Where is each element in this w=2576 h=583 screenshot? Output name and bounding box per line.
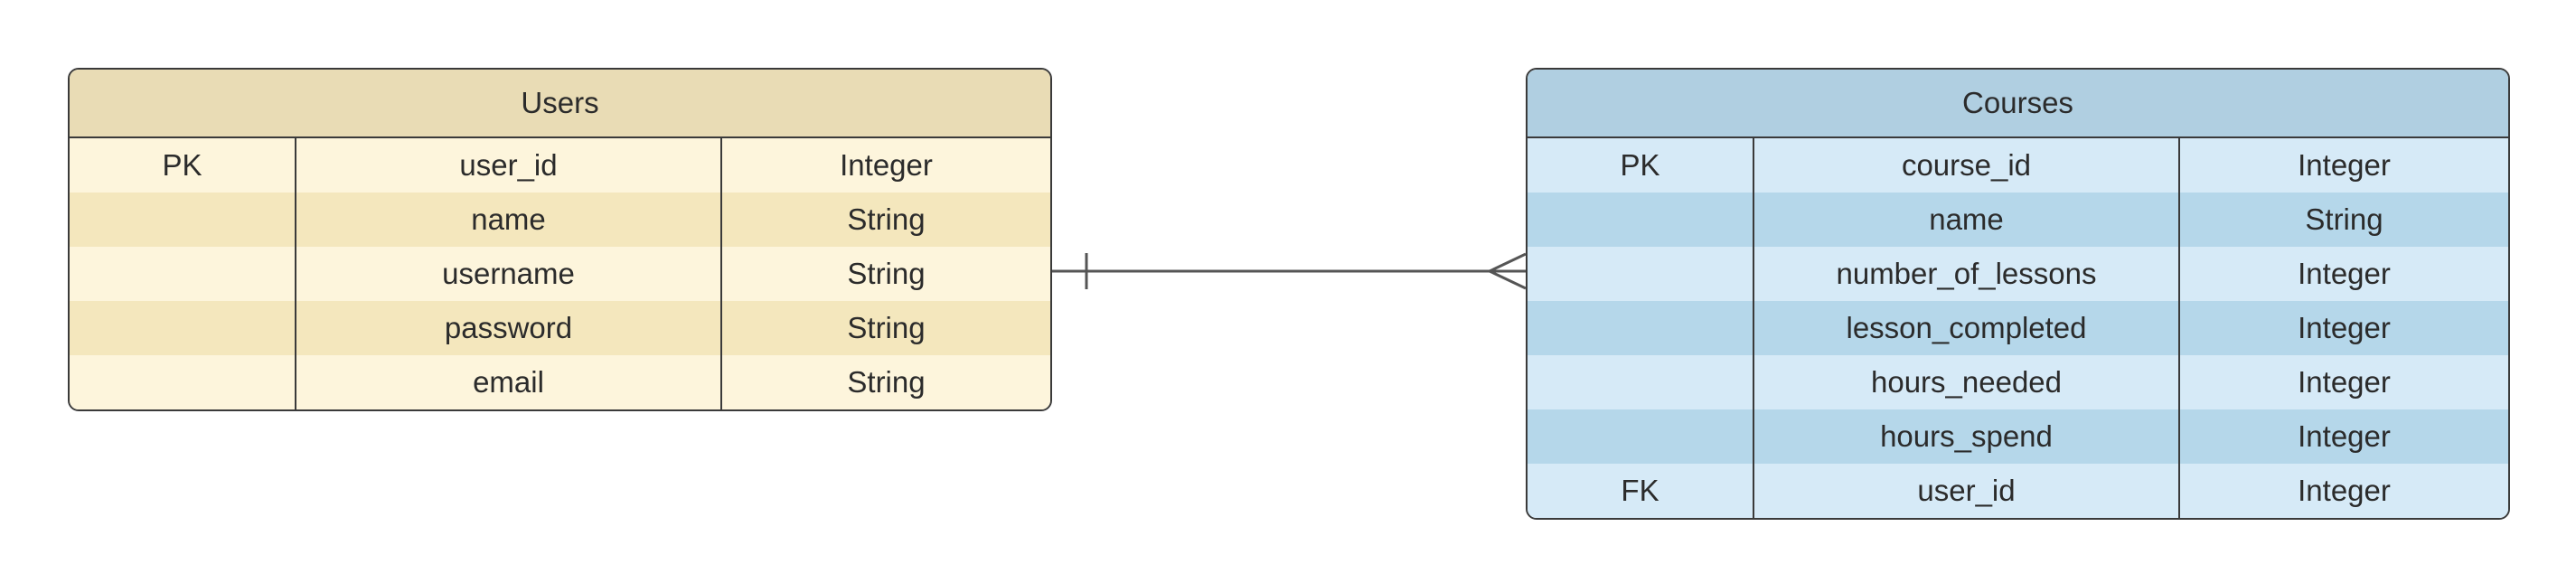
courses-table-rows: PK course_id Integer name String number_… xyxy=(1528,138,2508,518)
field-type-cell: String xyxy=(847,311,926,344)
users-table-title: Users xyxy=(70,70,1050,138)
field-name-cell: name xyxy=(1754,193,2180,247)
key-cell xyxy=(70,193,296,247)
field-name-cell: email xyxy=(296,355,722,409)
field-type-cell: String xyxy=(847,257,926,290)
field-name-cell: hours_spend xyxy=(1754,409,2180,464)
field-type-cell: Integer xyxy=(2298,474,2391,507)
field-name-cell: user_id xyxy=(1754,464,2180,518)
field-type-cell: String xyxy=(847,365,926,399)
table-row[interactable]: password String xyxy=(70,301,1050,355)
field-type-cell: Integer xyxy=(840,148,933,182)
key-cell xyxy=(1528,409,1754,464)
table-row[interactable]: FK user_id Integer xyxy=(1528,464,2508,518)
table-row[interactable]: lesson_completed Integer xyxy=(1528,301,2508,355)
key-cell xyxy=(1528,355,1754,409)
table-row[interactable]: email String xyxy=(70,355,1050,409)
key-cell: FK xyxy=(1528,464,1754,518)
courses-table[interactable]: Courses PK course_id Integer name String… xyxy=(1526,68,2510,520)
key-cell xyxy=(1528,193,1754,247)
key-cell: PK xyxy=(1528,138,1754,193)
key-cell xyxy=(70,301,296,355)
key-cell: PK xyxy=(70,138,296,193)
field-name-cell: number_of_lessons xyxy=(1754,247,2180,301)
courses-table-title: Courses xyxy=(1528,70,2508,138)
field-type-cell: Integer xyxy=(2298,365,2391,399)
field-name-cell: password xyxy=(296,301,722,355)
field-type-cell: Integer xyxy=(2298,419,2391,453)
table-row[interactable]: PK course_id Integer xyxy=(1528,138,2508,193)
field-name-cell: user_id xyxy=(296,138,722,193)
table-row[interactable]: hours_spend Integer xyxy=(1528,409,2508,464)
field-name-cell: username xyxy=(296,247,722,301)
key-cell xyxy=(1528,247,1754,301)
field-type-cell: Integer xyxy=(2298,257,2391,290)
table-row[interactable]: hours_needed Integer xyxy=(1528,355,2508,409)
users-table[interactable]: Users PK user_id Integer name String use… xyxy=(68,68,1052,411)
table-row[interactable]: number_of_lessons Integer xyxy=(1528,247,2508,301)
field-name-cell: lesson_completed xyxy=(1754,301,2180,355)
many-cardinality-marker-upper xyxy=(1489,252,1527,273)
field-type-cell: Integer xyxy=(2298,311,2391,344)
table-row[interactable]: PK user_id Integer xyxy=(70,138,1050,193)
field-name-cell: course_id xyxy=(1754,138,2180,193)
table-row[interactable]: name String xyxy=(70,193,1050,247)
users-table-rows: PK user_id Integer name String username … xyxy=(70,138,1050,409)
many-cardinality-marker-lower xyxy=(1489,269,1527,290)
field-type-cell: Integer xyxy=(2298,148,2391,182)
field-name-cell: hours_needed xyxy=(1754,355,2180,409)
table-row[interactable]: name String xyxy=(1528,193,2508,247)
table-row[interactable]: username String xyxy=(70,247,1050,301)
key-cell xyxy=(70,247,296,301)
field-type-cell: String xyxy=(847,202,926,236)
field-type-cell: String xyxy=(2305,202,2383,236)
key-cell xyxy=(1528,301,1754,355)
key-cell xyxy=(70,355,296,409)
field-name-cell: name xyxy=(296,193,722,247)
